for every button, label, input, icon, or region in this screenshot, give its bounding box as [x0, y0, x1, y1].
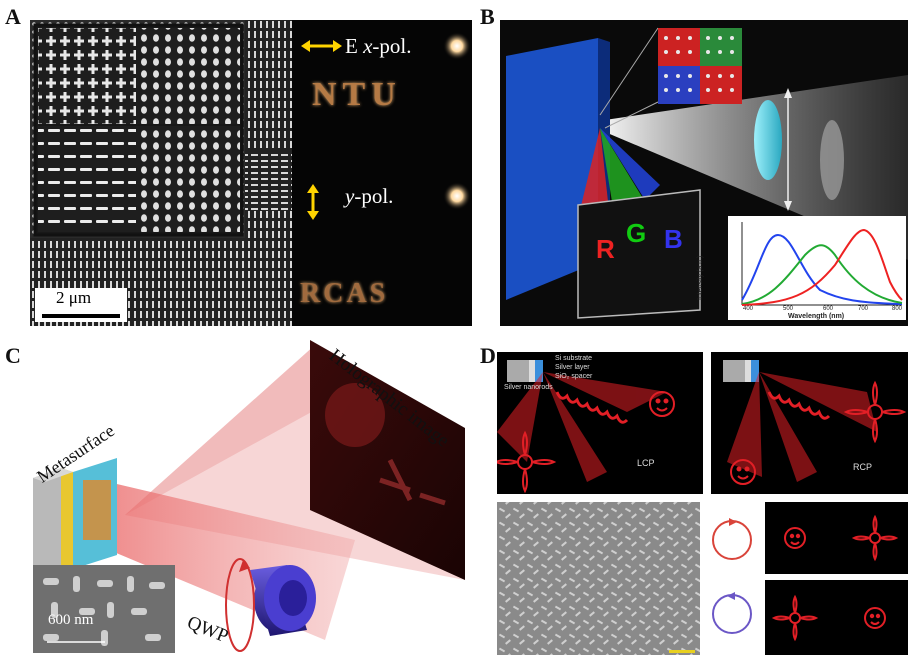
rcp-label: RCP	[853, 462, 873, 472]
spectrum-xtick-600: 600	[823, 306, 834, 312]
panel-label-c: C	[5, 343, 21, 368]
screen-letter-r: R	[596, 234, 615, 264]
x-polarization-label: E x-pol.	[345, 34, 411, 59]
spectrum-xtick-700: 700	[858, 306, 869, 312]
y-polarization-label: y-pol.	[345, 184, 393, 209]
spectrum-xlabel: Wavelength (nm)	[788, 313, 845, 320]
panel-c-figure	[33, 340, 465, 653]
panel-label-b: B	[480, 4, 495, 29]
scale-bar-label-c: 600 nm	[48, 612, 94, 628]
display-text-rcas: RCAS	[300, 278, 389, 309]
spectrum-xtick-800: 800	[892, 306, 903, 312]
screen-letter-g: G	[626, 218, 647, 248]
layer-label-si: Si substrate	[555, 355, 592, 362]
pol-suffix-y: -pol.	[354, 184, 394, 208]
panel-label-a: A	[5, 4, 21, 29]
layer-label-nanorods: Silver nanorods	[504, 384, 553, 391]
pol-suffix-x: -pol.	[372, 34, 412, 58]
lcp-label: LCP	[637, 458, 655, 468]
panel-b-figure	[500, 20, 908, 326]
spectrum-xtick-400: 400	[743, 306, 754, 312]
screen-letter-b: B	[664, 224, 683, 254]
layer-label-sio2: SiO₂ spacer	[555, 373, 593, 380]
y-axis-symbol: y	[345, 184, 355, 208]
display-text-ntu: NTU	[312, 76, 402, 113]
panel-a-figure	[30, 20, 472, 326]
panel-label-d: D	[480, 343, 496, 368]
scale-bar-label-a: 2 μm	[56, 288, 92, 307]
layer-label-silver: Silver layer	[555, 364, 590, 371]
spectrum-ylabel: Intensity (a.u.)	[697, 255, 704, 300]
e-field-symbol: E	[345, 34, 364, 58]
spectrum-xtick-500: 500	[783, 306, 794, 312]
panel-d-figure	[497, 352, 908, 655]
x-axis-symbol: x	[363, 34, 373, 58]
